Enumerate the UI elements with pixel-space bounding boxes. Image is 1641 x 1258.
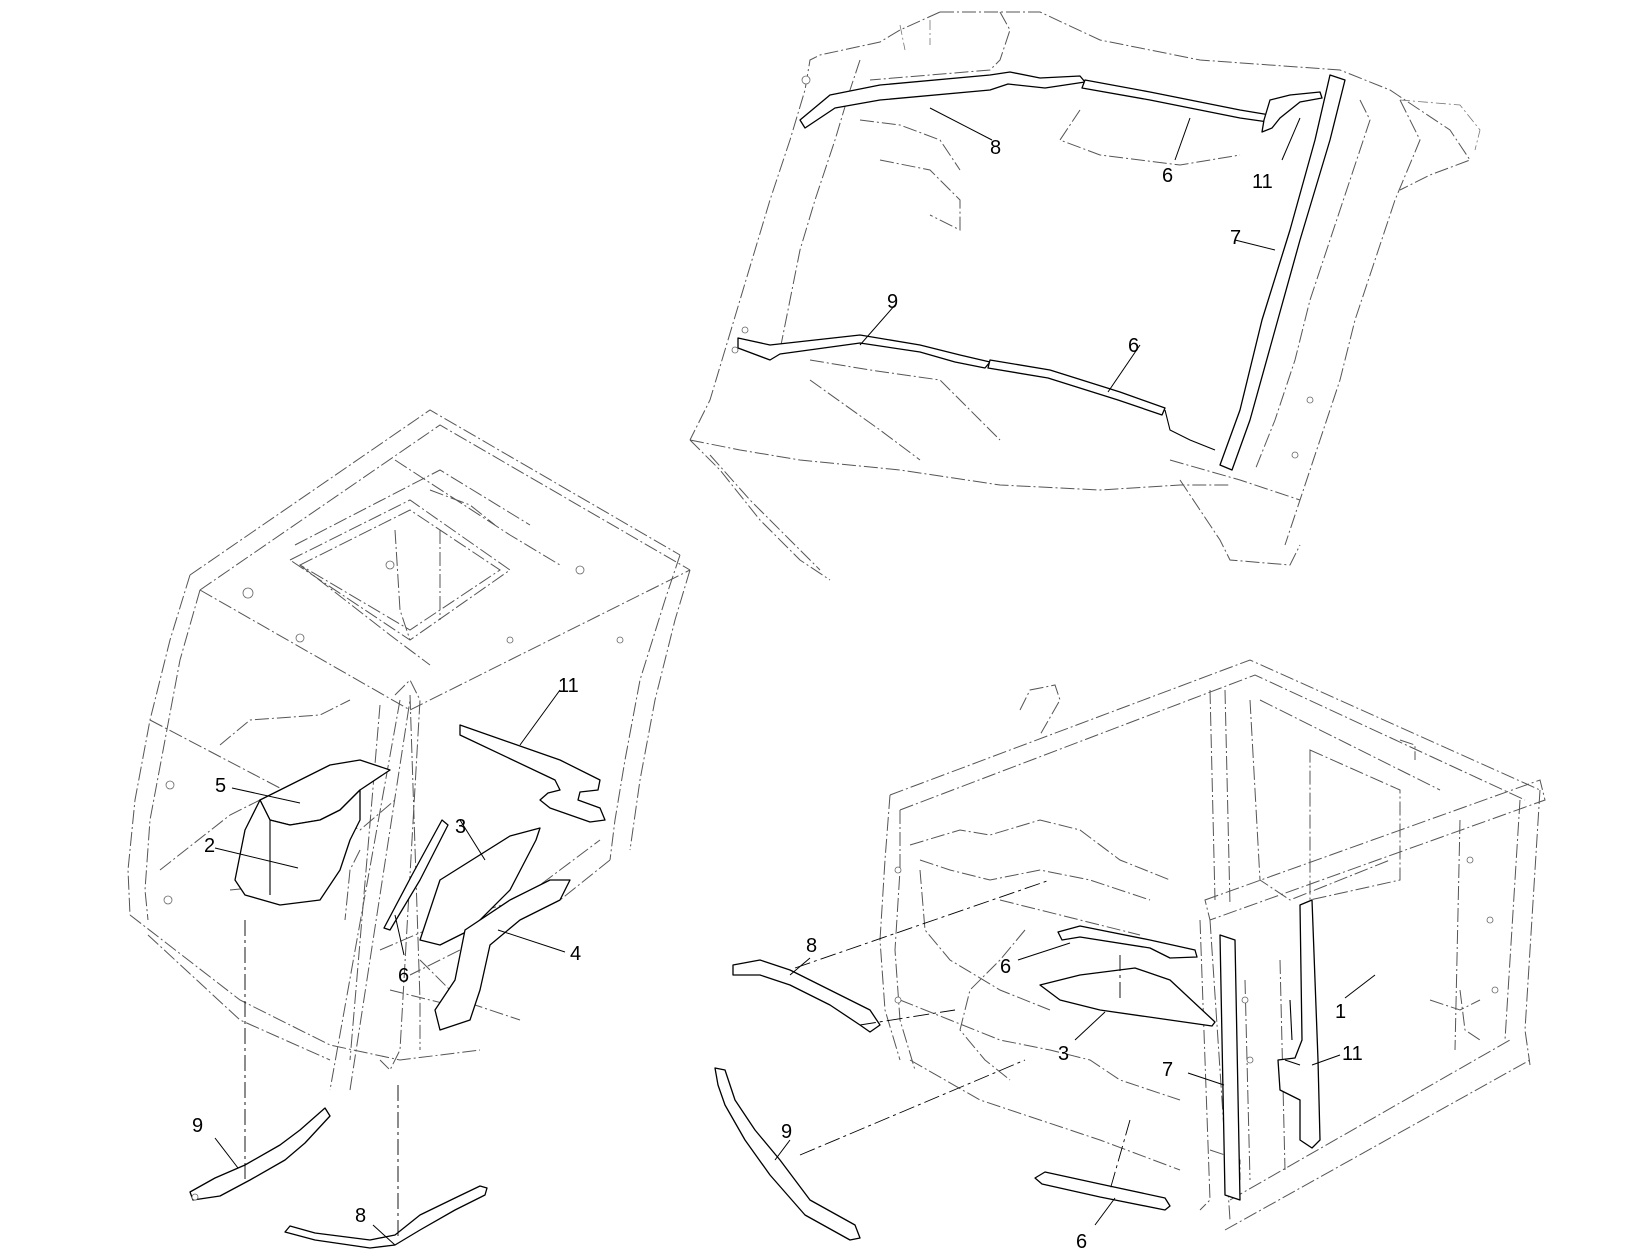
callout-right-6-lower: 6 xyxy=(1076,1231,1087,1253)
callout-right-11: 11 xyxy=(1342,1043,1363,1065)
callout-right-1: 1 xyxy=(1335,1001,1346,1023)
callout-top-8: 8 xyxy=(990,137,1001,159)
callout-left-5: 5 xyxy=(215,775,226,797)
right-part-3-plate xyxy=(1039,967,1216,1027)
right-part-9-bar xyxy=(714,1067,861,1241)
callout-left-11: 11 xyxy=(558,675,579,697)
callout-top-6-lower: 6 xyxy=(1128,335,1139,357)
left-part-2-box xyxy=(234,789,361,906)
top-part-9-bar xyxy=(737,334,991,369)
right-part-7-post xyxy=(1219,934,1241,1201)
callout-top-11: 11 xyxy=(1252,171,1273,193)
left-assembly-view: 11 5 2 3 4 6 9 8 xyxy=(127,409,691,1249)
callout-top-7: 7 xyxy=(1230,227,1241,249)
left-part-8-bar xyxy=(284,1185,488,1249)
right-part-6-lower xyxy=(1034,1171,1171,1211)
callout-right-7: 7 xyxy=(1162,1059,1173,1081)
top-part-8-bar xyxy=(799,71,1086,129)
callout-right-3: 3 xyxy=(1058,1043,1069,1065)
callout-left-2: 2 xyxy=(204,835,215,857)
callout-left-4: 4 xyxy=(570,943,581,965)
right-part-11 xyxy=(1277,899,1321,1149)
left-part-9-bar xyxy=(189,1107,331,1201)
right-assembly-view: 8 6 1 3 11 7 9 6 xyxy=(714,659,1546,1253)
top-part-7-post xyxy=(1219,74,1346,471)
callout-left-6: 6 xyxy=(398,965,409,987)
left-part-3-plate xyxy=(419,827,541,946)
right-part-6-upper xyxy=(1057,925,1198,959)
top-part-11 xyxy=(1261,91,1323,133)
callout-left-3: 3 xyxy=(455,816,466,838)
callout-right-8: 8 xyxy=(806,935,817,957)
left-part-6-strip xyxy=(383,819,449,931)
top-part-6-upper xyxy=(1081,79,1271,123)
top-assembly-view: 8 6 11 7 9 6 xyxy=(689,11,1481,581)
right-part-8-bar xyxy=(732,959,881,1033)
top-part-6-lower xyxy=(987,359,1166,416)
callout-left-9: 9 xyxy=(192,1115,203,1137)
left-part-11 xyxy=(459,724,606,823)
callout-right-6-upper: 6 xyxy=(1000,956,1011,978)
callout-top-9: 9 xyxy=(887,291,898,313)
left-part-4-duct xyxy=(434,879,571,1031)
callout-top-6-upper: 6 xyxy=(1162,165,1173,187)
callout-right-9: 9 xyxy=(781,1121,792,1143)
callout-left-8: 8 xyxy=(355,1205,366,1227)
